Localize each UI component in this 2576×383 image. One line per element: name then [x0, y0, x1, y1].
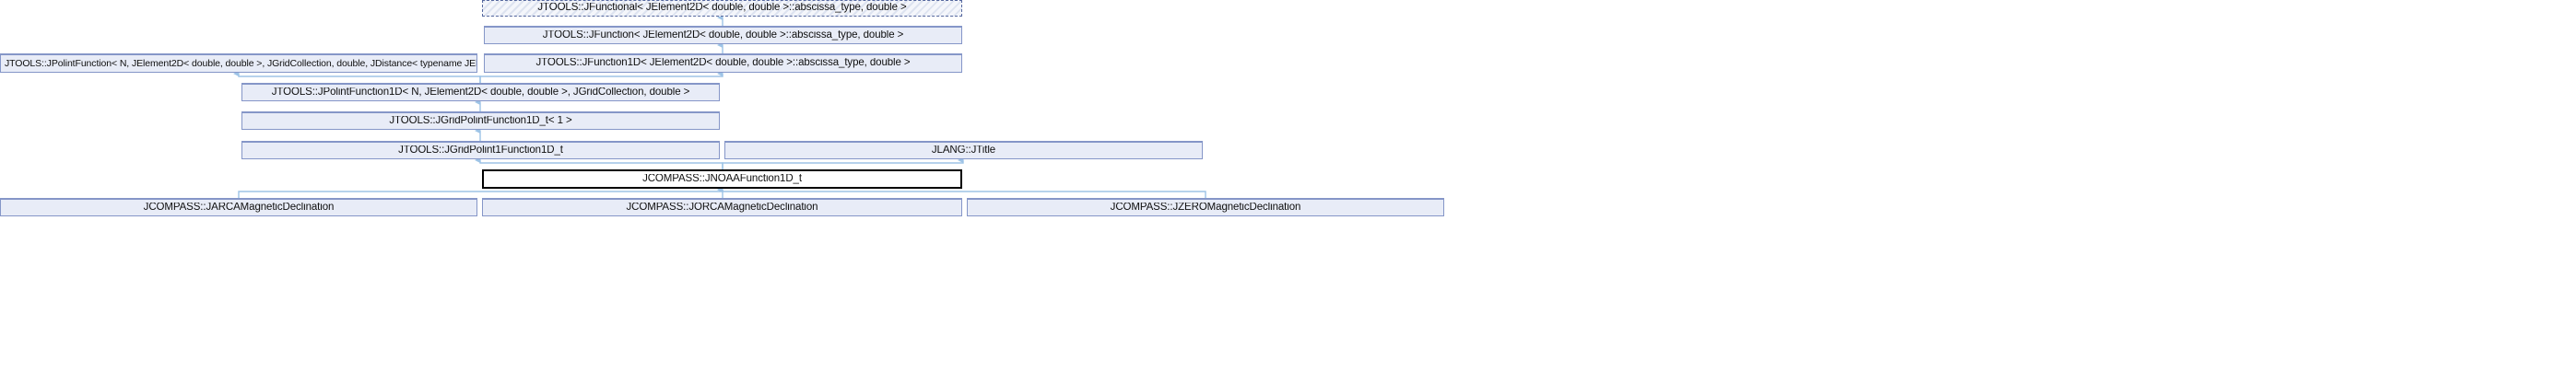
class-node-jarcamagneticdeclination[interactable]: JCOMPASS::JARCAMagneticDeclination — [0, 198, 477, 216]
class-node-jpolintfunction[interactable]: JTOOLS::JPolintFunction< N, JElement2D< … — [0, 53, 477, 73]
edge-jarca-jnoaa — [238, 186, 723, 198]
edge-jnoaa-jgridpolint1function1d — [475, 157, 723, 169]
class-node-label: JTOOLS::JFunction< JElement2D< double, d… — [542, 29, 904, 41]
class-node-jtitle[interactable]: JLANG::JTitle — [724, 141, 1203, 159]
edge-jzero-jnoaa — [717, 186, 1206, 198]
class-node-jzeromagneticdeclination[interactable]: JCOMPASS::JZEROMagneticDeclination — [967, 198, 1444, 216]
class-node-label: JTOOLS::JGridPolint1Function1D_t — [398, 145, 563, 156]
class-node-jpolintfunction1d[interactable]: JTOOLS::JPolintFunction1D< N, JElement2D… — [241, 83, 720, 101]
class-node-label: JLANG::JTitle — [931, 145, 996, 156]
edge-jpolintfunction1d-jpolintfunction — [233, 70, 481, 83]
edge-jnoaa-jtitle — [722, 157, 964, 169]
class-node-label: JTOOLS::JFunctional< JElement2D< double,… — [537, 3, 907, 14]
class-node-jgridpolint1function1d-t[interactable]: JTOOLS::JGridPolint1Function1D_t — [241, 141, 720, 159]
class-node-label: JCOMPASS::JORCAMagneticDeclination — [626, 202, 818, 213]
class-node-label: JTOOLS::JFunction1D< JElement2D< double,… — [535, 58, 911, 69]
class-node-label: JTOOLS::JPolintFunction1D< N, JElement2D… — [271, 87, 690, 98]
class-node-jnoaafunction1d-t[interactable]: JCOMPASS::JNOAAFunction1D_t — [482, 169, 962, 189]
class-node-label: JCOMPASS::JZEROMagneticDeclination — [1110, 202, 1301, 213]
edge-jpolintfunction1d-jfunction1d — [479, 70, 723, 83]
class-node-jgridpolintfunction1d-t[interactable]: JTOOLS::JGridPolintFunction1D_t< 1 > — [241, 111, 720, 130]
class-node-jorcamagneticdeclination[interactable]: JCOMPASS::JORCAMagneticDeclination — [482, 198, 962, 216]
class-node-jfunction1d[interactable]: JTOOLS::JFunction1D< JElement2D< double,… — [484, 53, 962, 73]
class-node-label: JCOMPASS::JNOAAFunction1D_t — [642, 173, 802, 184]
class-node-label: JTOOLS::JPolintFunction< N, JElement2D< … — [5, 58, 476, 69]
class-node-jfunction[interactable]: JTOOLS::JFunction< JElement2D< double, d… — [484, 26, 962, 44]
class-node-jfunctional[interactable]: JTOOLS::JFunctional< JElement2D< double,… — [482, 0, 962, 17]
class-node-label: JCOMPASS::JARCAMagneticDeclination — [143, 202, 335, 213]
class-node-label: JTOOLS::JGridPolintFunction1D_t< 1 > — [389, 115, 572, 126]
